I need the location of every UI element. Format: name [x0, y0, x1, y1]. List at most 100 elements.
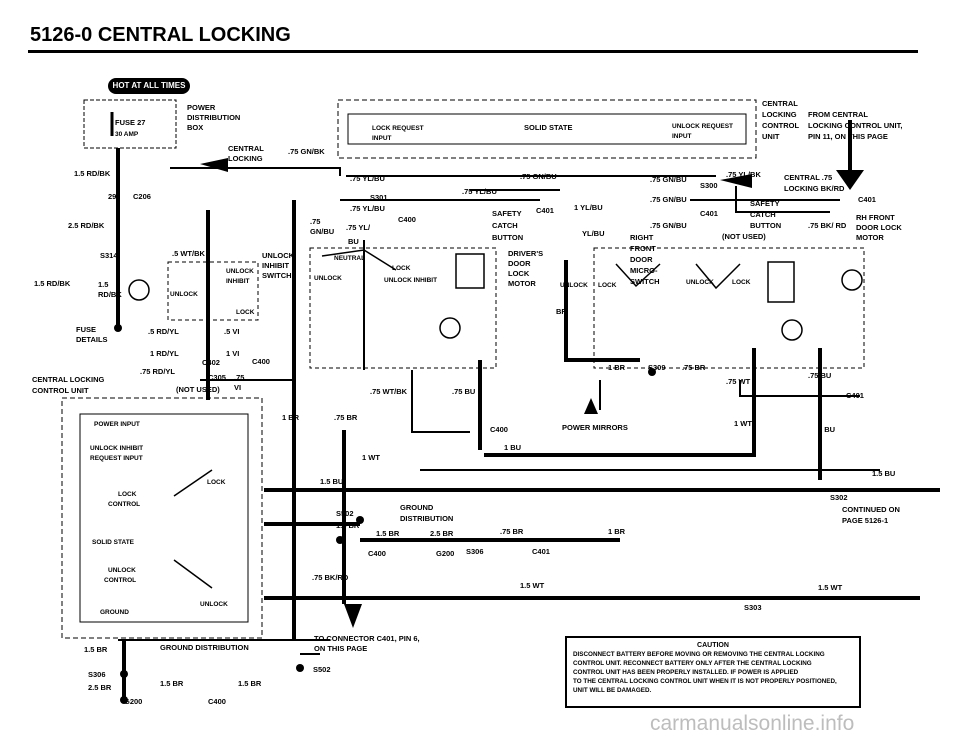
unlock-input-label: INPUT — [672, 133, 692, 140]
unit-label: UNIT — [762, 132, 780, 141]
wire-label: .75 BK/ RD — [808, 221, 847, 230]
wire-label: 1 BR — [282, 413, 300, 422]
wire-label: 1.5 RD/BK — [34, 279, 71, 288]
wire-label: .75 BR — [500, 527, 524, 536]
connector-label: C400 — [368, 549, 386, 558]
drivers-label: DRIVER'S — [508, 249, 543, 258]
safety-label: SAFETY — [492, 209, 522, 218]
wire-label: 1 BR — [608, 527, 626, 536]
on-this-page-label: ON THIS PAGE — [314, 644, 367, 653]
control-unit-outline — [61, 397, 263, 639]
connector-label: C401 — [536, 206, 554, 215]
wire-label: 1.5 WT — [520, 581, 545, 590]
control-label: CONTROL — [762, 121, 799, 130]
button-label: BUTTON — [492, 233, 523, 242]
connector-label: C206 — [133, 192, 151, 201]
door-label-2: DOOR — [630, 255, 653, 264]
wire-label: 1.5 — [98, 280, 108, 289]
wire-label: .75 BR — [682, 363, 706, 372]
wire-label: .75 — [234, 373, 244, 382]
ground-label: G200 — [124, 697, 142, 706]
from-label: FROM CENTRAL — [808, 110, 868, 119]
not-used-label: (NOT USED) — [176, 385, 220, 394]
wire-label: .75 — [310, 217, 320, 226]
caution-title: CAUTION — [697, 642, 729, 649]
wire-label: 1 BR — [608, 363, 626, 372]
splice-label: S314 — [100, 251, 118, 260]
wire-label: BR — [556, 307, 567, 316]
wire-label: 2.5 BR — [430, 529, 454, 538]
door-label: DOOR — [508, 259, 531, 268]
wire-label: VI — [234, 383, 241, 392]
neutral-label: NEUTRAL — [334, 255, 365, 262]
connector-label: C401 — [700, 209, 718, 218]
caution-line: TO THE CENTRAL LOCKING CONTROL UNIT WHEN… — [573, 678, 837, 685]
not-used-label: (NOT USED) — [722, 232, 766, 241]
caution-box: CAUTION DISCONNECT BATTERY BEFORE MOVING… — [565, 636, 861, 708]
catch-label: CATCH — [492, 221, 518, 230]
wire-label: .75 BR — [334, 413, 358, 422]
solid-state-label: SOLID STATE — [92, 539, 135, 546]
wire-label: .75 YL/BU — [462, 187, 497, 196]
switch-lock-label: LOCK — [236, 309, 255, 316]
unlock-inhibit-label-3: SWITCH — [262, 271, 292, 280]
button-label: BUTTON — [750, 221, 781, 230]
locking-lbl: LOCKING BK/RD — [784, 184, 845, 193]
ground-dist-label: GROUND — [400, 503, 434, 512]
solid-state-inner-box — [347, 113, 747, 145]
wire-label: 1 WT — [362, 453, 380, 462]
central-label: CENTRAL — [762, 99, 798, 108]
continued-label-2: PAGE 5126-1 — [842, 516, 888, 525]
unlock-control-label: UNLOCK — [108, 567, 136, 574]
solid-state-box-outline — [337, 99, 757, 159]
wire-label: .75 GN/BU — [650, 175, 687, 184]
unlock-label-2: UNLOCK — [560, 282, 588, 289]
connector-label: C401 — [846, 391, 864, 400]
wire-label: .75 WT/BK — [370, 387, 408, 396]
caution-line: UNIT WILL BE DAMAGED. — [573, 687, 652, 694]
wire-label: 1.5 BR — [336, 521, 360, 530]
connector-label: C305 — [208, 373, 226, 382]
lock-request-label: LOCK REQUEST — [372, 125, 424, 132]
splice-label: S301 — [370, 193, 388, 202]
hot-at-all-times-badge: HOT AT ALL TIMES — [108, 78, 190, 94]
title-rule — [28, 50, 918, 53]
connector-label: C401 — [532, 547, 550, 556]
wire-label: .75 BU — [808, 371, 831, 380]
connector-label: C400 — [208, 697, 226, 706]
ground-dist-label: GROUND DISTRIBUTION — [160, 643, 249, 652]
wire-label: .75 YL/ — [346, 223, 371, 232]
fuse-detail-icon — [128, 279, 150, 301]
wire-label: 1.5 BR — [84, 645, 108, 654]
switch-inhibit-label: INHIBIT — [226, 278, 250, 285]
micro-label: MICRO- — [630, 266, 658, 275]
wire-label: .75 BU — [452, 387, 475, 396]
door-lock-label: DOOR LOCK — [856, 223, 902, 232]
wire-label: .75 WT — [726, 377, 751, 386]
connector-label: C402 — [202, 358, 220, 367]
rh-lock-motor-icon — [841, 269, 863, 291]
wire-label: 1 VI — [226, 349, 239, 358]
central-lbl: CENTRAL .75 — [784, 173, 832, 182]
ground-label: GROUND — [100, 609, 129, 616]
unlock-inhibit-switch-box — [167, 261, 259, 321]
watermark: carmanualsonline.info — [650, 712, 855, 735]
splice-label: S502 — [336, 509, 354, 518]
power-input-label: POWER INPUT — [94, 421, 140, 428]
caution-line: CONTROL UNIT. RECONNECT BATTERY ONLY AFT… — [573, 660, 812, 667]
unlock-inhibit-req-label: UNLOCK INHIBIT — [90, 445, 143, 452]
wire-label: 1.5 RD/BK — [74, 169, 111, 178]
front-label: FRONT — [630, 244, 656, 253]
power-dist-label-3: BOX — [187, 123, 203, 132]
continued-label: CONTINUED ON — [842, 505, 900, 514]
wire-label: .5 RD/YL — [148, 327, 179, 336]
lock-control-label: LOCK — [118, 491, 137, 498]
wire-label: 1 BU — [504, 443, 521, 452]
switch-label: SWITCH — [630, 277, 660, 286]
lock-motor-label: LOCK — [508, 269, 530, 278]
wire-label: GN/BU — [310, 227, 334, 236]
pin-label: 29 — [108, 192, 116, 201]
central-locking-label-2: LOCKING — [228, 154, 263, 163]
power-dist-label-2: DISTRIBUTION — [187, 113, 240, 122]
